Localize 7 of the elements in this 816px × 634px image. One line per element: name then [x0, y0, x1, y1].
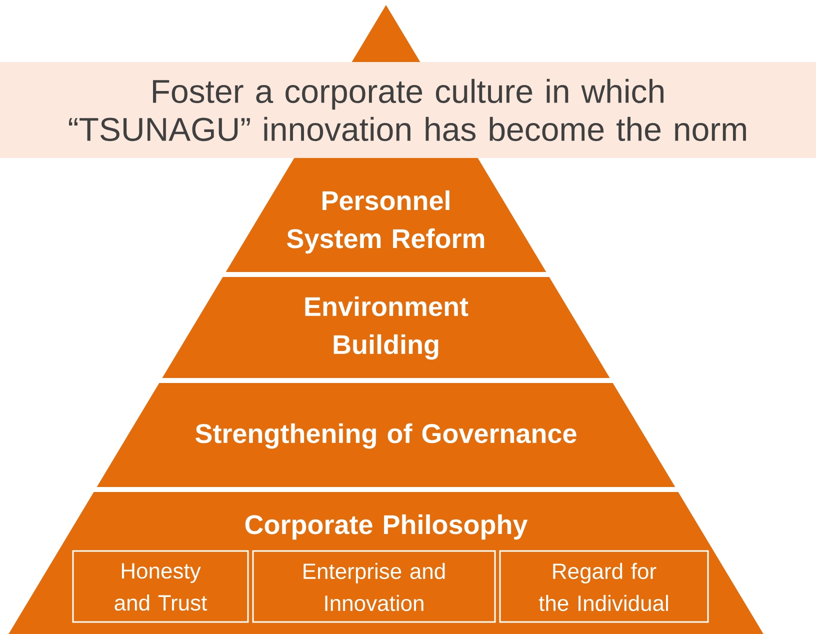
pyramid-tier: Strengthening of Governance [96, 383, 676, 487]
value-box: Regard for the Individual [499, 550, 709, 623]
pyramid-tier: Environment Building [162, 277, 610, 378]
pyramid-tier: Personnel System Reform [226, 158, 546, 272]
value-box: Honesty and Trust [72, 550, 249, 623]
value-box: Enterprise and Innovation [252, 550, 496, 623]
banner: Foster a corporate culture in which “TSUNAGU” innovation has become the norm [0, 62, 816, 158]
